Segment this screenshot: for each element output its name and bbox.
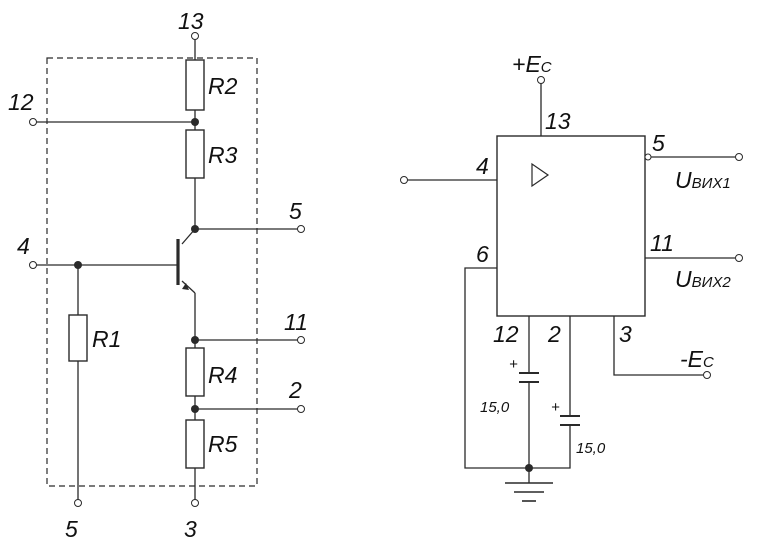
terminal-supply-pos <box>537 76 545 84</box>
chip-pin-2: 2 <box>547 321 561 347</box>
chip-pin-6: 6 <box>476 241 489 267</box>
pin-label-11: 11 <box>284 309 308 335</box>
chip-pin-5: 5 <box>652 130 665 156</box>
terminal-3 <box>191 499 199 507</box>
wire-pin3-supply <box>613 316 703 376</box>
terminal-supply-neg <box>703 371 711 379</box>
junction-node <box>191 225 199 233</box>
terminal-output-5 <box>735 153 743 161</box>
terminal-output-11 <box>735 254 743 262</box>
resistor-r5 <box>185 419 205 469</box>
wire-pin6-ground <box>464 267 529 469</box>
left-circuit: 13 12 4 5 11 2 5 3 R2 R3 R1 R4 R5 <box>8 8 308 542</box>
amplifier-triangle-icon <box>531 162 550 188</box>
module-boundary <box>46 57 258 487</box>
terminal-2 <box>297 405 305 413</box>
pin-label-5-bottom: 5 <box>65 516 78 542</box>
supply-neg-label: -EC <box>680 346 714 372</box>
output-1-label: UВИХ1 <box>675 167 731 193</box>
pin-label-2: 2 <box>288 377 302 403</box>
capacitor-2-value: 15,0 <box>576 440 606 457</box>
resistor-label-r2: R2 <box>208 73 238 99</box>
pin-label-5: 5 <box>289 198 302 224</box>
resistor-label-r4: R4 <box>208 362 237 388</box>
capacitor-1-value: 15,0 <box>480 399 510 416</box>
chip-pin-11: 11 <box>650 230 674 256</box>
terminal-4 <box>29 261 37 269</box>
terminal-11 <box>297 336 305 344</box>
resistor-label-r1: R1 <box>92 326 121 352</box>
amplifier-chip <box>496 135 646 317</box>
resistor-label-r3: R3 <box>208 142 238 168</box>
terminal-5-bottom <box>74 499 82 507</box>
junction-node <box>74 261 82 269</box>
pin-label-4: 4 <box>17 233 30 259</box>
chip-pin-12: 12 <box>493 321 519 347</box>
resistor-r3 <box>185 129 205 179</box>
junction-node <box>191 405 199 413</box>
supply-pos-label: +EC <box>512 51 552 77</box>
junction-node <box>191 118 199 126</box>
chip-pin-3: 3 <box>619 321 632 347</box>
resistor-r2 <box>185 59 205 111</box>
chip-pin-13: 13 <box>545 108 571 134</box>
right-circuit: +EC -EC 13 4 5 11 6 12 2 3 UВИХ1 UВИХ2 +… <box>400 51 743 502</box>
terminal-5 <box>297 225 305 233</box>
wire-cap2-ground <box>529 425 571 469</box>
emitter-arrow-icon <box>182 283 189 290</box>
resistor-r1 <box>68 314 88 362</box>
terminal-12 <box>29 118 37 126</box>
terminal-13 <box>191 32 199 40</box>
chip-pin-4: 4 <box>476 153 489 179</box>
ground-junction-node <box>525 464 533 472</box>
pin-label-13: 13 <box>178 8 204 34</box>
capacitor-2-polarity: + <box>551 399 560 416</box>
output-2-label: UВИХ2 <box>675 266 731 292</box>
transistor-emitter <box>181 280 196 294</box>
pin-label-3: 3 <box>184 516 197 542</box>
junction-node <box>191 336 199 344</box>
pin-label-12: 12 <box>8 89 34 115</box>
inversion-bubble <box>644 153 652 161</box>
resistor-label-r5: R5 <box>208 431 238 457</box>
resistor-r4 <box>185 347 205 397</box>
capacitor-1-polarity: + <box>509 356 518 373</box>
terminal-input-4 <box>400 176 408 184</box>
